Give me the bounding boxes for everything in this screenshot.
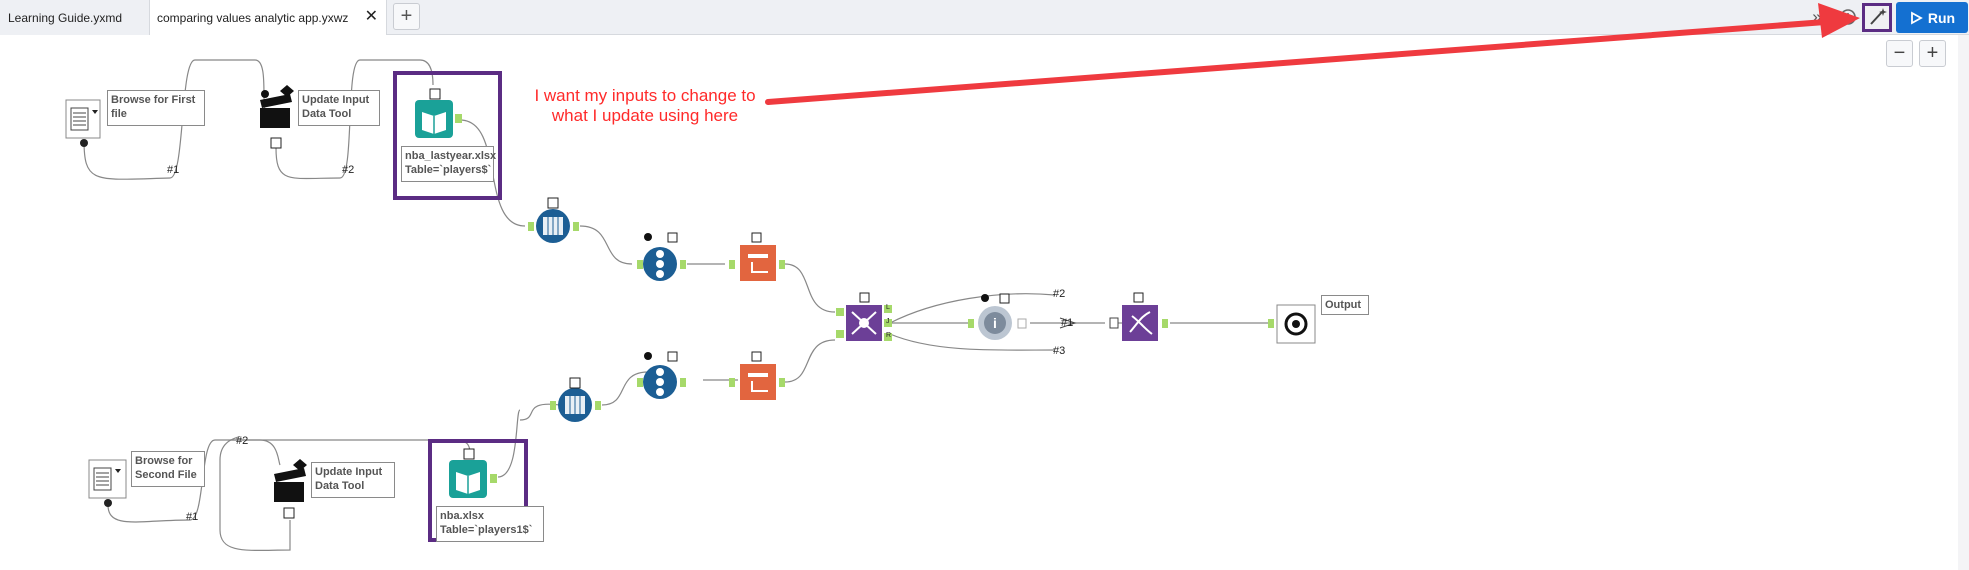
input1-file-label: nba_lastyear.xlsx Table=`players$`	[401, 146, 497, 182]
conn-label: #2	[1053, 288, 1066, 300]
output-label: Output	[1321, 295, 1369, 315]
update-input-1-label: Update Input Data Tool	[298, 90, 380, 126]
conn-label: #1	[186, 511, 199, 523]
join-anchor-r: R	[886, 332, 892, 339]
update-input-2-label: Update Input Data Tool	[311, 462, 395, 498]
join-anchor-l: L	[886, 304, 890, 311]
join-tool-icon[interactable]	[836, 292, 892, 341]
transform-tool-icon[interactable]	[729, 232, 785, 281]
play-icon	[1910, 10, 1923, 25]
input1-file: nba_lastyear.xlsx	[405, 150, 497, 162]
conn-label: #2	[342, 164, 355, 176]
info-message-icon[interactable]: i	[968, 293, 1027, 340]
tab-label: Learning Guide.yxmd	[8, 10, 123, 25]
union-connector-icon	[1059, 317, 1119, 329]
input-data-book-icon-2[interactable]	[449, 448, 497, 498]
interface-designer-wand-icon[interactable]	[1862, 3, 1892, 32]
browse-second-label: Browse for Second File	[131, 451, 205, 487]
file-browse-icon-2[interactable]	[88, 459, 127, 507]
zoom-in-button[interactable]: +	[1919, 40, 1946, 67]
annotation-arrow	[765, 3, 1860, 105]
conn-label: #3	[1053, 345, 1066, 357]
close-icon[interactable]: ✕	[364, 8, 378, 25]
tab-comparing-values[interactable]: comparing values analytic app.yxwz ✕	[150, 0, 387, 35]
svg-text:i: i	[993, 315, 997, 331]
annotation-text: I want my inputs to change to what I upd…	[534, 86, 756, 125]
browse-first-label: Browse for First file	[107, 90, 205, 126]
input2-file: nba.xlsx	[440, 510, 485, 522]
input1-table: Table=`players$`	[405, 164, 492, 176]
conn-label: #1	[167, 164, 180, 176]
chevron-right-icon[interactable]: »	[1812, 7, 1822, 26]
tab-label: comparing values analytic app.yxwz	[157, 10, 349, 25]
highlight-input1	[393, 71, 502, 200]
action-clapperboard-icon-2[interactable]	[274, 459, 307, 519]
connections	[83, 59, 1268, 552]
run-label: Run	[1927, 9, 1956, 26]
file-browse-icon[interactable]	[65, 99, 101, 147]
vertical-scrollbar[interactable]	[1958, 35, 1969, 570]
transform-tool-icon-2[interactable]	[729, 351, 785, 400]
macro-output-gear-icon[interactable]	[1268, 304, 1316, 344]
dynamic-tool-icon[interactable]	[1122, 292, 1168, 341]
run-button[interactable]: Run	[1896, 2, 1968, 33]
new-tab-button[interactable]: +	[393, 3, 420, 30]
conn-label: #1	[1061, 317, 1074, 329]
select-tool-icon[interactable]	[528, 197, 579, 243]
join-anchor-j: J	[886, 318, 890, 325]
tab-bar: Learning Guide.yxmd comparing values ana…	[0, 0, 1969, 35]
record-id-icon[interactable]	[637, 232, 686, 281]
input-data-book-icon[interactable]	[415, 88, 462, 138]
input2-file-label: nba.xlsx Table=`players1$`	[436, 506, 544, 542]
conn-label: #2	[236, 435, 249, 447]
zoom-out-button[interactable]: −	[1886, 40, 1913, 67]
input2-table: Table=`players1$`	[440, 524, 533, 536]
action-clapperboard-icon[interactable]	[260, 85, 294, 149]
tab-learning-guide[interactable]: Learning Guide.yxmd	[0, 0, 150, 35]
record-id-icon-2[interactable]	[637, 351, 686, 399]
select-tool-icon-2[interactable]	[550, 377, 601, 422]
